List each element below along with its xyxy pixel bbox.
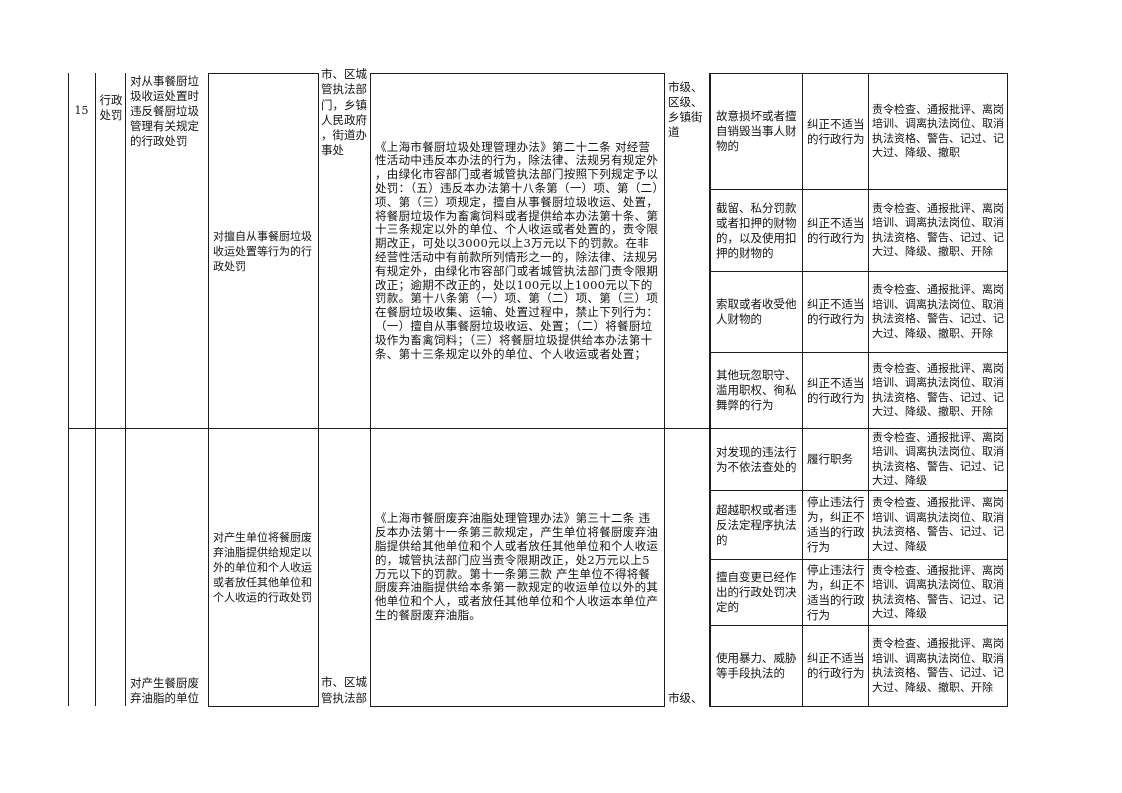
item-name-cell: 对从事餐厨垃圾收运处置时违反餐厨垃圾管理有关规定的行政处罚 (125, 74, 208, 166)
table-rule (709, 271, 1008, 272)
duty-penalty-cell: 责令检查、通报批评、离岗培训、调离执法岗位、取消执法资格、警告、记过、记大过、降… (869, 626, 1007, 706)
sub-item: 对擅自从事餐厨垃圾收运处置等行为的行政处罚 (213, 229, 312, 273)
duty-action-cell: 纠正不适当的行政行为 (803, 74, 868, 189)
duty-situation-cell: 擅自变更已经作出的行政处罚决定的 (711, 560, 802, 625)
duty-action-cell: 纠正不适当的行政行为 (803, 190, 868, 271)
duty-action: 纠正不适当的行政行为 (807, 651, 865, 680)
duty-penalty: 责令检查、通报批评、离岗培训、调离执法岗位、取消执法资格、警告、记过、记大过、降… (872, 430, 1004, 488)
duty-action: 纠正不适当的行政行为 (807, 215, 865, 245)
table-rule (709, 559, 1008, 560)
table-rule (125, 73, 126, 706)
duty-action-cell: 停止违法行为，纠正不适当的行政行为 (803, 491, 868, 559)
duty-penalty: 责令检查、通报批评、离岗培训、调离执法岗位、取消执法资格、警告、记过、记大过、降… (872, 637, 1004, 694)
level-cell: 市级、区级、乡镇街道 (664, 80, 709, 150)
duty-penalty-cell: 责令检查、通报批评、离岗培训、调离执法岗位、取消执法资格、警告、记过、记大过、降… (869, 272, 1007, 352)
table-rule (709, 73, 1008, 74)
table-rule (709, 73, 711, 707)
duty-action-cell: 履行职务 (803, 429, 868, 490)
duty-action: 纠正不适当的行政行为 (807, 116, 865, 146)
duty-action-cell: 停止违法行为，纠正不适当的行政行为 (803, 560, 868, 625)
duty-action: 停止违法行为，纠正不适当的行政行为 (807, 495, 865, 554)
table-rule (370, 706, 665, 707)
duty-action: 履行职务 (807, 452, 853, 466)
duty-action-cell: 纠正不适当的行政行为 (803, 272, 868, 352)
duty-penalty-cell: 责令检查、通报批评、离岗培训、调离执法岗位、取消执法资格、警告、记过、记大过、降… (869, 491, 1007, 559)
duty-situation: 对发现的违法行为不依法查处的 (716, 444, 797, 474)
table-rule (370, 73, 371, 706)
duty-penalty: 责令检查、通报批评、离岗培训、调离执法岗位、取消执法资格、警告、记过、记大过、降… (872, 201, 1004, 259)
table-rule (95, 73, 96, 706)
duty-penalty: 责令检查、通报批评、离岗培训、调离执法岗位、取消执法资格、警告、记过、记大过、降… (872, 563, 1004, 621)
table-rule (709, 189, 1008, 190)
duty-penalty: 责令检查、通报批评、离岗培训、调离执法岗位、取消执法资格、警告、记过、记大过、降… (872, 283, 1004, 340)
duty-penalty: 责令检查、通报批评、离岗培训、调离执法岗位、取消执法资格、警告、记过、记大过、降… (872, 496, 1004, 553)
implementing-body-cell: 市、区城管执法部 (318, 674, 370, 706)
table-rule (868, 73, 869, 706)
duty-penalty-cell: 责令检查、通报批评、离岗培训、调离执法岗位、取消执法资格、警告、记过、记大过、降… (869, 353, 1007, 428)
duty-situation-cell: 其他玩忽职守、滥用职权、徇私舞弊的行为 (711, 353, 802, 428)
duty-situation-cell: 截留、私分罚款或者扣押的财物的，以及使用扣押的财物的 (711, 190, 802, 271)
table-rule (802, 73, 803, 706)
sub-item-cell: 对擅自从事餐厨垃圾收运处置等行为的行政处罚 (208, 74, 318, 428)
legal-basis-cell: 《上海市餐厨废弃油脂处理管理办法》第三十二条 违反本办法第十一条第三款规定，产生… (370, 429, 664, 706)
duty-action-cell: 纠正不适当的行政行为 (803, 626, 868, 706)
legal-basis: 《上海市餐厨废弃油脂处理管理办法》第三十二条 违反本办法第十一条第三款规定，产生… (375, 511, 659, 622)
duty-penalty: 责令检查、通报批评、离岗培训、调离执法岗位、取消执法资格、警告、记过、记大过、降… (872, 102, 1004, 160)
duty-situation: 故意损坏或者擅自销毁当事人财物的 (716, 109, 797, 153)
sub-item: 对产生单位将餐厨废弃油脂提供给规定以外的单位和个人收运或者放任其他单位和个人收运… (213, 531, 312, 604)
duty-penalty-cell: 责令检查、通报批评、离岗培训、调离执法岗位、取消执法资格、警告、记过、记大过、降… (869, 560, 1007, 625)
duty-situation-cell: 超越职权或者违反法定程序执法的 (711, 491, 802, 559)
sub-item-cell: 对产生单位将餐厨废弃油脂提供给规定以外的单位和个人收运或者放任其他单位和个人收运… (208, 429, 318, 706)
duty-situation-cell: 故意损坏或者擅自销毁当事人财物的 (711, 74, 802, 189)
table-rule (370, 73, 665, 74)
duty-penalty-cell: 责令检查、通报批评、离岗培训、调离执法岗位、取消执法资格、警告、记过、记大过、降… (869, 74, 1007, 189)
duty-situation-cell: 对发现的违法行为不依法查处的 (711, 429, 802, 490)
responsible-level: 市级、 (668, 691, 703, 705)
duty-situation: 截留、私分罚款或者扣押的财物的，以及使用扣押的财物的 (716, 200, 797, 260)
duty-action-cell: 纠正不适当的行政行为 (803, 353, 868, 428)
table-rule (208, 706, 319, 707)
duty-action: 停止违法行为，纠正不适当的行政行为 (807, 562, 865, 622)
category-label: 行政处罚 (99, 93, 123, 122)
table-rule (664, 73, 665, 706)
table-rule (709, 490, 1008, 491)
table-rule (208, 73, 209, 706)
row-number-cell: 15 (68, 100, 95, 120)
duty-situation: 超越职权或者违反法定程序执法的 (716, 502, 797, 547)
duty-situation: 使用暴力、威胁等手段执法的 (716, 651, 797, 680)
table-rule (709, 352, 1008, 353)
responsible-level: 市级、区级、乡镇街道 (668, 80, 703, 139)
table-rule (68, 73, 69, 706)
duty-situation-cell: 索取或者收受他人财物的 (711, 272, 802, 352)
table-rule (709, 625, 1008, 626)
duty-situation: 索取或者收受他人财物的 (716, 297, 797, 326)
duty-penalty-cell: 责令检查、通报批评、离岗培训、调离执法岗位、取消执法资格、警告、记过、记大过、降… (869, 190, 1007, 271)
level-cell: 市级、 (664, 688, 709, 706)
duty-situation: 其他玩忽职守、滥用职权、徇私舞弊的行为 (716, 368, 797, 412)
item-name: 对产生餐厨废弃油脂的单位 (130, 676, 199, 705)
item-name-cell: 对产生餐厨废弃油脂的单位 (125, 674, 208, 706)
item-name: 对从事餐厨垃圾收运处置时违反餐厨垃圾管理有关规定的行政处罚 (130, 74, 199, 148)
table-rule (68, 428, 1008, 429)
table-rule (709, 706, 1008, 707)
table-rule (208, 73, 319, 74)
duty-action: 纠正不适当的行政行为 (807, 297, 865, 326)
legal-basis: 《上海市餐厨垃圾处理管理办法》第二十二条 对经营性活动中违反本办法的行为，除法律… (375, 139, 659, 361)
table-rule (1007, 73, 1008, 707)
implementing-body: 市、区城管执法部 (321, 675, 367, 705)
table-rule (318, 73, 319, 706)
legal-basis-cell: 《上海市餐厨垃圾处理管理办法》第二十二条 对经营性活动中违反本办法的行为，除法律… (370, 74, 664, 428)
row-number: 15 (74, 103, 89, 117)
duty-penalty: 责令检查、通报批评、离岗培训、调离执法岗位、取消执法资格、警告、记过、记大过、降… (872, 361, 1004, 419)
implementing-body-cell: 市、区城管执法部门，乡镇人民政府，街道办事处 (318, 67, 370, 177)
duty-penalty-cell: 责令检查、通报批评、离岗培训、调离执法岗位、取消执法资格、警告、记过、记大过、降… (869, 429, 1007, 490)
duty-action: 纠正不适当的行政行为 (807, 375, 865, 405)
implementing-body: 市、区城管执法部门，乡镇人民政府，街道办事处 (321, 67, 367, 158)
duty-situation: 擅自变更已经作出的行政处罚决定的 (716, 570, 797, 614)
duty-situation-cell: 使用暴力、威胁等手段执法的 (711, 626, 802, 706)
category-cell: 行政处罚 (95, 92, 125, 124)
